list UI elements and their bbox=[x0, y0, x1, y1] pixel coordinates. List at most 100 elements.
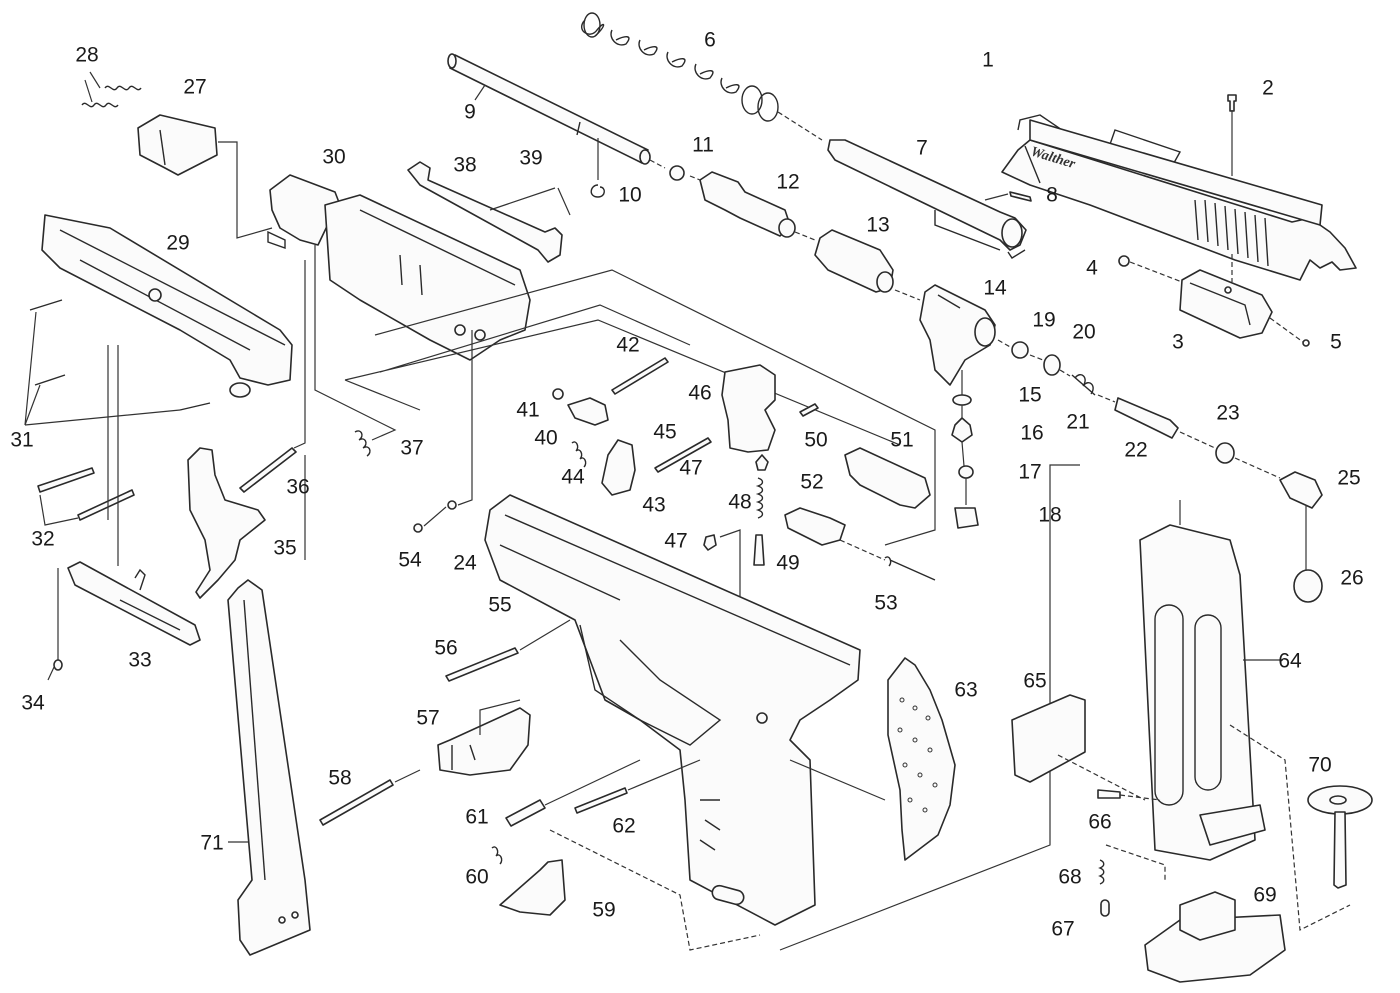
part-label-54: 54 bbox=[398, 548, 422, 572]
part-label-65: 65 bbox=[1023, 669, 1047, 693]
part-nut-47 bbox=[755, 454, 769, 471]
part-label-60: 60 bbox=[465, 865, 489, 889]
part-label-20: 20 bbox=[1072, 320, 1096, 344]
part-pin-32b bbox=[77, 489, 135, 521]
part-oring-19 bbox=[1011, 341, 1029, 359]
part-label-2: 2 bbox=[1262, 76, 1274, 100]
part-screw-54 bbox=[413, 523, 423, 533]
part-label-44: 44 bbox=[561, 465, 585, 489]
part-label-22: 22 bbox=[1124, 438, 1148, 462]
part-spring-34 bbox=[53, 659, 63, 671]
part-label-30: 30 bbox=[322, 145, 346, 169]
part-label-69: 69 bbox=[1253, 883, 1277, 907]
part-label-27: 27 bbox=[183, 75, 207, 99]
part-pin-45 bbox=[654, 437, 712, 473]
part-spring-48 bbox=[755, 477, 764, 519]
part-pin-50 bbox=[799, 403, 819, 417]
part-label-50: 50 bbox=[804, 428, 828, 452]
part-spring-44 bbox=[571, 441, 587, 468]
part-label-63: 63 bbox=[954, 678, 978, 702]
part-label-68: 68 bbox=[1058, 865, 1082, 889]
part-washer-23 bbox=[1215, 442, 1235, 464]
part-screw-70 bbox=[1307, 785, 1373, 889]
part-piston-12 bbox=[699, 171, 796, 238]
part-label-59: 59 bbox=[592, 898, 616, 922]
part-recoil-spring bbox=[580, 12, 779, 122]
part-label-71: 71 bbox=[200, 831, 224, 855]
part-slide: Walther bbox=[1001, 114, 1357, 281]
part-cylinder-13 bbox=[814, 229, 894, 293]
part-label-32: 32 bbox=[31, 527, 55, 551]
part-oring-15 bbox=[952, 394, 972, 406]
part-magazine-64 bbox=[1139, 524, 1266, 861]
part-guide-rod bbox=[447, 53, 651, 165]
part-label-49: 49 bbox=[776, 551, 800, 575]
part-label-1: 1 bbox=[982, 48, 994, 72]
part-label-26: 26 bbox=[1340, 566, 1364, 590]
part-lever-38 bbox=[407, 161, 563, 263]
part-release-59 bbox=[499, 859, 566, 916]
part-label-6: 6 bbox=[704, 28, 716, 52]
part-label-39: 39 bbox=[519, 146, 543, 170]
part-label-40: 40 bbox=[534, 426, 558, 450]
part-label-33: 33 bbox=[128, 648, 152, 672]
part-label-15: 15 bbox=[1018, 383, 1042, 407]
part-washer-11 bbox=[669, 165, 685, 181]
part-spring-60 bbox=[491, 846, 503, 865]
part-label-55: 55 bbox=[488, 593, 512, 617]
part-rear-block bbox=[1179, 269, 1273, 339]
part-hammer-46 bbox=[721, 364, 776, 453]
part-label-3: 3 bbox=[1172, 330, 1184, 354]
part-spring-53 bbox=[884, 556, 936, 581]
part-label-4: 4 bbox=[1086, 256, 1098, 280]
part-label-5: 5 bbox=[1330, 330, 1342, 354]
part-trigger-guard-57 bbox=[437, 707, 531, 776]
part-label-24: 24 bbox=[453, 551, 477, 575]
part-valve-stem-22 bbox=[1114, 397, 1179, 439]
part-barrel bbox=[827, 139, 1027, 259]
part-pin-32a bbox=[37, 467, 95, 493]
part-label-35: 35 bbox=[273, 536, 297, 560]
part-pin-61 bbox=[505, 799, 546, 827]
part-label-45: 45 bbox=[653, 420, 677, 444]
part-screw-2 bbox=[1227, 94, 1237, 176]
part-label-56: 56 bbox=[434, 636, 458, 660]
part-safety-51 bbox=[844, 447, 931, 509]
part-pin-4 bbox=[1118, 255, 1130, 267]
part-label-47: 47 bbox=[664, 529, 688, 553]
part-springs-28 bbox=[81, 85, 142, 108]
part-label-12: 12 bbox=[776, 170, 800, 194]
part-plate-65 bbox=[1011, 694, 1086, 783]
part-label-13: 13 bbox=[866, 213, 890, 237]
part-label-43: 43 bbox=[642, 493, 666, 517]
part-pin-41 bbox=[552, 388, 564, 400]
part-label-38: 38 bbox=[453, 153, 477, 177]
part-hammer-43 bbox=[601, 439, 636, 496]
part-label-57: 57 bbox=[416, 706, 440, 730]
part-pin-56 bbox=[445, 647, 519, 682]
part-label-52: 52 bbox=[800, 470, 824, 494]
part-label-25: 25 bbox=[1337, 466, 1361, 490]
part-label-23: 23 bbox=[1216, 401, 1240, 425]
part-label-46: 46 bbox=[688, 381, 712, 405]
part-lever-52 bbox=[784, 507, 846, 546]
part-label-19: 19 bbox=[1032, 308, 1056, 332]
part-label-47: 47 bbox=[679, 456, 703, 480]
part-seal-20 bbox=[1043, 354, 1061, 376]
part-frame-insert-29 bbox=[41, 214, 293, 398]
part-valve-housing-14 bbox=[919, 284, 996, 386]
part-baseplate-69 bbox=[1144, 891, 1286, 983]
part-rear-sight-27 bbox=[137, 114, 218, 176]
part-housing-30 bbox=[267, 174, 341, 249]
part-label-8: 8 bbox=[1046, 183, 1058, 207]
part-label-37: 37 bbox=[400, 436, 424, 460]
part-label-17: 17 bbox=[1018, 460, 1042, 484]
part-label-36: 36 bbox=[286, 475, 310, 499]
part-label-61: 61 bbox=[465, 805, 489, 829]
part-screws-31 bbox=[29, 299, 211, 411]
part-spring-37 bbox=[354, 430, 371, 457]
part-label-41: 41 bbox=[516, 398, 540, 422]
part-label-58: 58 bbox=[328, 766, 352, 790]
